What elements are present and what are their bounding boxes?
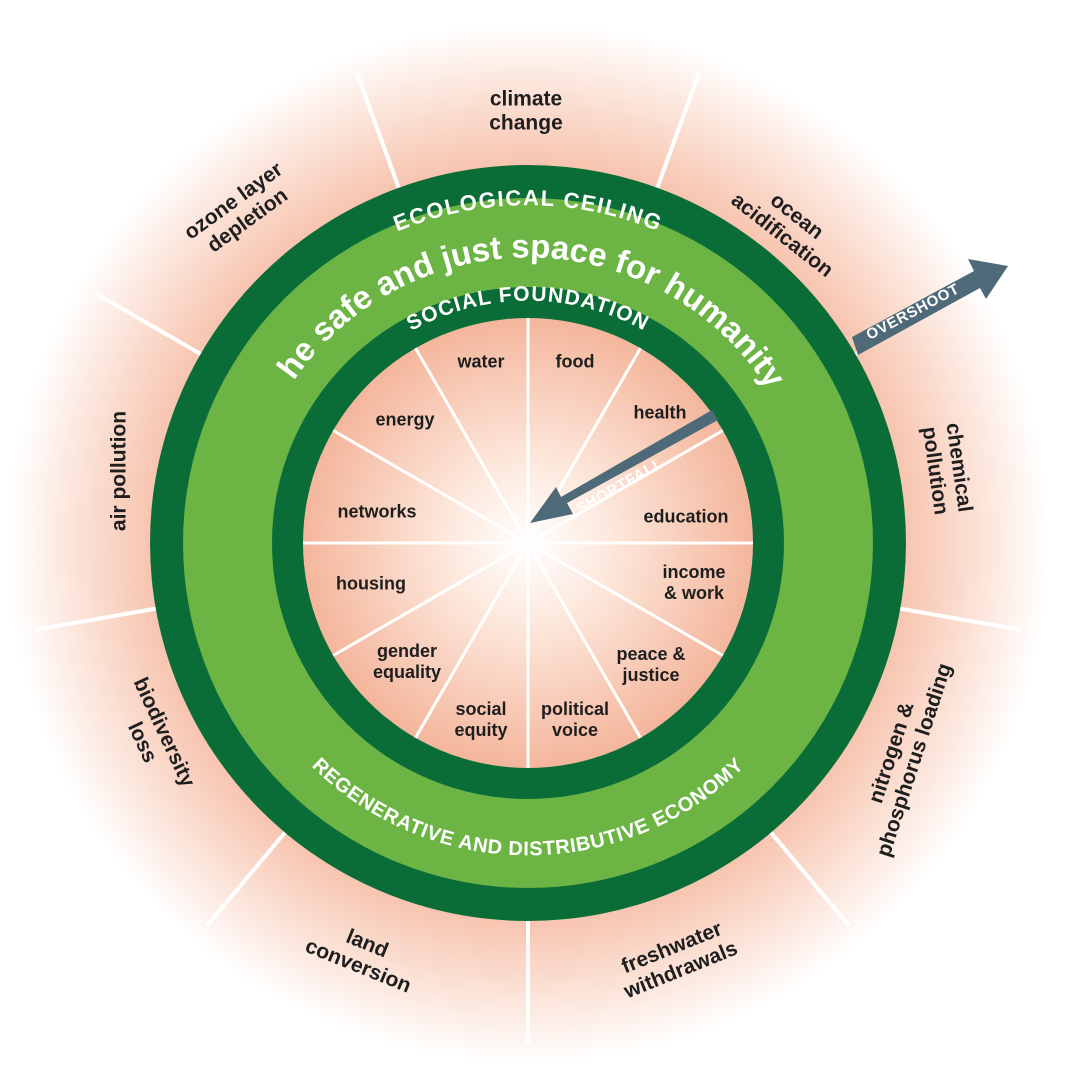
social-dimension-label-line: housing (336, 573, 406, 593)
social-dimension-label-line: income (662, 562, 725, 582)
social-dimension-label-line: education (643, 506, 728, 526)
ecological-dimension-label-line: climate (490, 87, 562, 110)
ecological-spoke (882, 603, 1021, 632)
ecological-dimension-label-line: air pollution (107, 411, 130, 531)
social-dimension-label-line: political (541, 699, 609, 719)
overshoot-arrow-shape (852, 259, 1008, 355)
social-dimension-label: peace &justice (616, 644, 685, 685)
social-dimension-label-line: social (455, 699, 506, 719)
social-labels: food health education income& work peace &ju… (336, 351, 729, 740)
social-dimension-label-line: peace & (616, 644, 685, 664)
social-dimension-label-line: networks (337, 501, 416, 521)
ecological-spoke (35, 603, 174, 632)
social-dimension-label-line: justice (621, 665, 679, 685)
ecological-spoke (649, 72, 701, 206)
social-dimension-label: water (456, 351, 504, 371)
social-dimension-label-line: health (633, 402, 686, 422)
shortfall-arrow-shape (530, 410, 718, 523)
ecological-spoke (757, 817, 851, 928)
social-dimension-label: energy (375, 409, 434, 429)
social-spoke (414, 542, 530, 739)
social-dimension-label: health (633, 402, 686, 422)
social-dimension-label: education (643, 506, 728, 526)
social-dimension-label: networks (337, 501, 416, 521)
social-dimension-label: food (556, 351, 595, 371)
social-dimension-label-line: energy (375, 409, 434, 429)
social-spoke (527, 541, 724, 657)
social-spoke (332, 429, 529, 545)
social-dimension-label-line: & work (664, 583, 725, 603)
ecological-dimension-label: chemicalpollution (918, 421, 977, 517)
social-dimension-label: income& work (662, 562, 725, 603)
social-spoke (527, 429, 724, 545)
ecological-spoke (93, 291, 218, 365)
social-dimension-label: housing (336, 573, 406, 593)
social-spoke (526, 542, 642, 739)
social-spokes (303, 318, 753, 768)
ecological-dimension-label: air pollution (107, 411, 130, 531)
social-spoke (332, 541, 529, 657)
social-dimension-label-line: equality (373, 662, 441, 682)
social-dimension-label-line: voice (552, 720, 598, 740)
social-dimension-label-line: gender (377, 641, 437, 661)
social-dimension-label-line: equity (454, 720, 507, 740)
ecological-spoke (355, 72, 407, 206)
social-dimension-label-line: food (556, 351, 595, 371)
ecological-spoke (205, 817, 299, 928)
ecological-dimension-label-line: change (489, 111, 563, 134)
social-spoke (414, 347, 530, 544)
social-dimension-label-line: water (456, 351, 504, 371)
